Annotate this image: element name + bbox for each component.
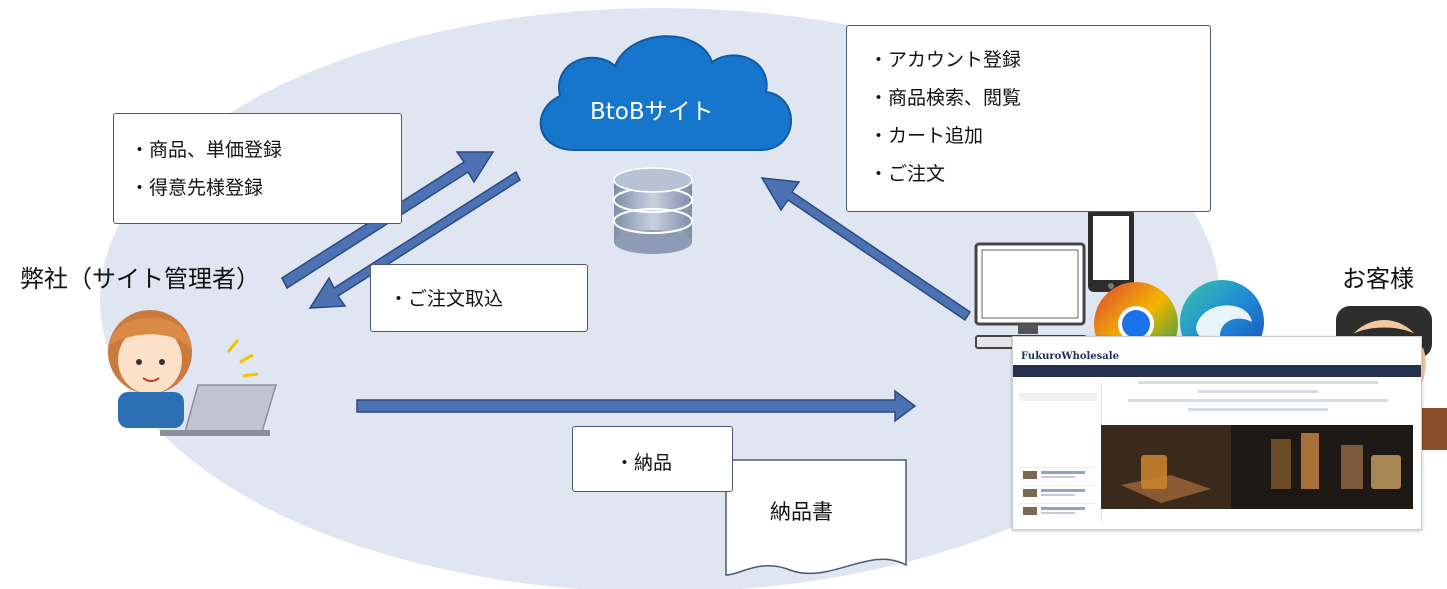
- customer-task-item: ・商品検索、閲覧: [869, 87, 1022, 109]
- customer-task-item: ・カート追加: [869, 125, 984, 147]
- admin-task-item: ・得意先様登録: [130, 177, 264, 199]
- admin-person-icon: [108, 310, 278, 436]
- arrow-admin-to-customer: [356, 389, 917, 423]
- arrow-cloud-to-admin: [308, 170, 521, 309]
- database-icon: [613, 167, 693, 254]
- website-nav-bar: [1013, 365, 1421, 377]
- sidebar-select: [1019, 393, 1097, 401]
- smartphone-icon: [1088, 208, 1134, 292]
- sidebar-product: [1019, 467, 1097, 482]
- website-hero-image: [1101, 425, 1413, 509]
- cloud-icon: [539, 35, 792, 151]
- admin-tasks-box: ・商品、単価登録 ・得意先様登録: [113, 113, 402, 224]
- order-import-box: ・ご注文取込: [370, 264, 588, 332]
- arrow-customer-to-cloud: [760, 177, 972, 322]
- website-news: [1113, 381, 1403, 417]
- customer-tasks-box: ・アカウント登録 ・商品検索、閲覧 ・カート追加 ・ご注文: [846, 25, 1211, 212]
- website-screenshot: FukuroWholesale: [1012, 336, 1422, 530]
- cloud-label: BtoBサイト: [590, 99, 714, 125]
- delivery-note-label: 納品書: [770, 500, 833, 524]
- admin-task-item: ・商品、単価登録: [130, 139, 283, 161]
- monitor-icon: [974, 242, 1087, 349]
- website-logo: FukuroWholesale: [1021, 351, 1119, 362]
- customer-task-item: ・アカウント登録: [869, 49, 1022, 71]
- delivery-note-document: [725, 459, 907, 576]
- customer-task-item: ・ご注文: [869, 163, 946, 185]
- delivery-box: ・納品: [572, 426, 733, 492]
- delivery-label: ・納品: [615, 452, 673, 474]
- company-label: 弊社（サイト管理者）: [20, 265, 260, 293]
- website-sidebar: [1017, 383, 1102, 523]
- sidebar-product: [1019, 503, 1097, 518]
- customer-label: お客様: [1342, 265, 1414, 293]
- sidebar-product: [1019, 485, 1097, 500]
- order-import-label: ・ご注文取込: [389, 288, 504, 310]
